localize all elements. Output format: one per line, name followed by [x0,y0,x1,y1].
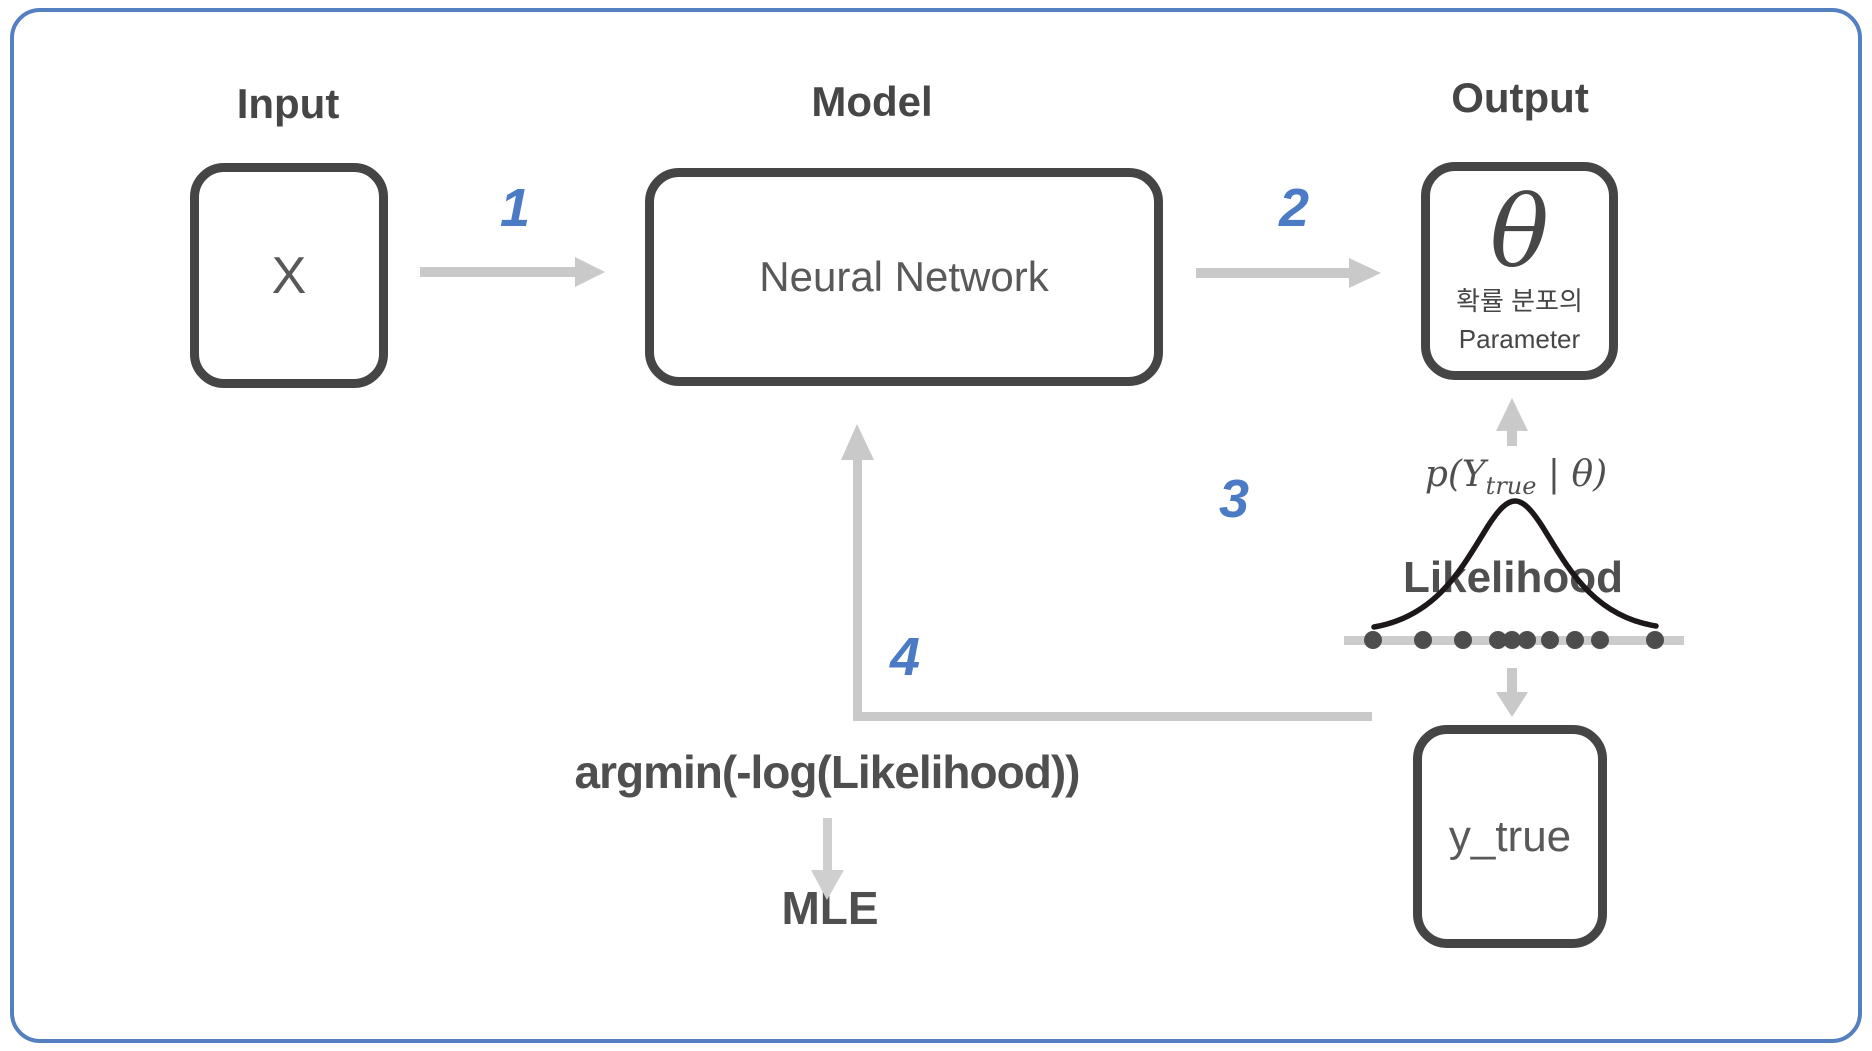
theta-symbol: θ [1489,176,1549,291]
input-heading: Input [236,80,340,127]
step-number-2: 2 [1278,178,1310,238]
output-korean-caption: 확률 분포의 [1456,286,1583,317]
output-box: θ 확률 분포의 Parameter [1421,162,1618,380]
output-parameter-caption: Parameter [1458,323,1581,354]
formula-post: | θ) [1536,453,1608,495]
input-box-label: X [271,246,307,305]
y-true-box-label: y_true [1448,811,1572,861]
step-number-1: 1 [499,178,531,238]
formula-subscript: true [1485,472,1537,501]
model-heading: Model [811,78,933,125]
argmin-formula: argmin(-log(Likelihood)) [574,746,1081,798]
model-box: Neural Network [645,168,1163,386]
likelihood-label: Likelihood [1403,553,1623,602]
formula-pre: p(Y [1424,453,1486,495]
likelihood-formula: p(Ytrue | θ) [1425,454,1607,500]
model-box-label: Neural Network [759,253,1049,300]
step-number-3: 3 [1218,469,1250,529]
y-true-box: y_true [1413,725,1607,948]
input-box: X [190,163,388,388]
mle-label: MLE [781,882,879,934]
output-heading: Output [1451,74,1589,121]
step-number-4: 4 [889,627,921,687]
